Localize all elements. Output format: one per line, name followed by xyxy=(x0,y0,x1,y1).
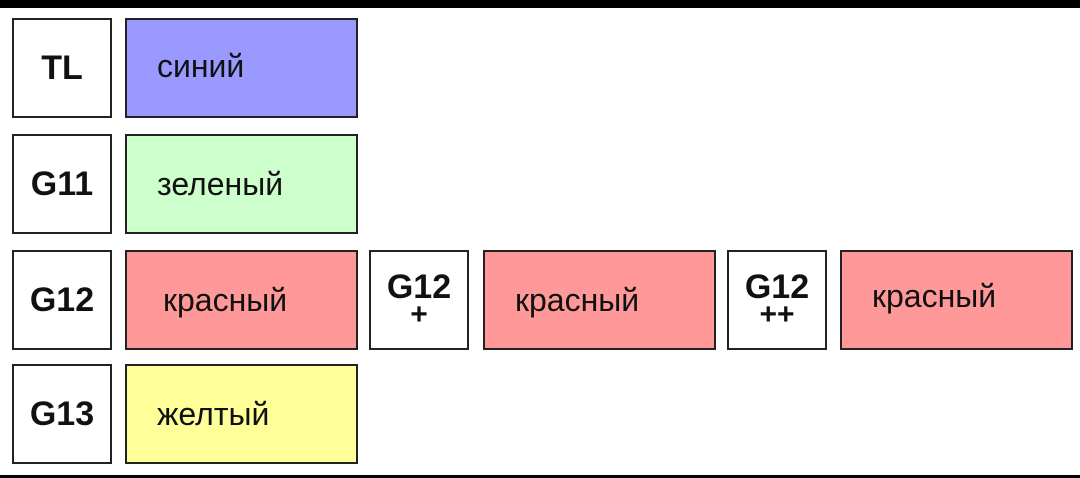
code-label: G12 xyxy=(29,281,95,319)
code-label-main: G12 xyxy=(744,268,810,306)
color-label: красный xyxy=(515,281,640,318)
color-label: красный xyxy=(872,278,997,314)
antifreeze-color-chart: TL синий G11 зеленый G12 красный G12 + к… xyxy=(0,8,1080,475)
color-label: зеленый xyxy=(157,165,284,202)
color-box-green: зеленый xyxy=(125,134,358,234)
color-box-yellow: желтый xyxy=(125,364,358,464)
color-box-red-2: красный xyxy=(483,250,716,350)
color-label: желтый xyxy=(157,395,270,432)
code-label: G11 xyxy=(30,165,94,203)
code-label-sub: + xyxy=(410,298,428,331)
code-box-g13: G13 xyxy=(12,364,112,464)
code-box-g11: G11 xyxy=(12,134,112,234)
color-label: красный xyxy=(163,281,288,318)
code-box-g12: G12 xyxy=(12,250,112,350)
color-box-red: красный xyxy=(125,250,358,350)
code-label: TL xyxy=(41,49,83,87)
code-box-tl: TL xyxy=(12,18,112,118)
color-box-red-3: красный xyxy=(840,250,1073,350)
code-box-g12-plus: G12 + xyxy=(369,250,469,350)
color-label: синий xyxy=(157,48,245,84)
code-label-sub: ++ xyxy=(759,298,795,331)
code-label-main: G12 xyxy=(386,268,452,306)
code-label: G13 xyxy=(29,395,95,433)
color-box-blue: синий xyxy=(125,18,358,118)
code-box-g12-plusplus: G12 ++ xyxy=(727,250,827,350)
